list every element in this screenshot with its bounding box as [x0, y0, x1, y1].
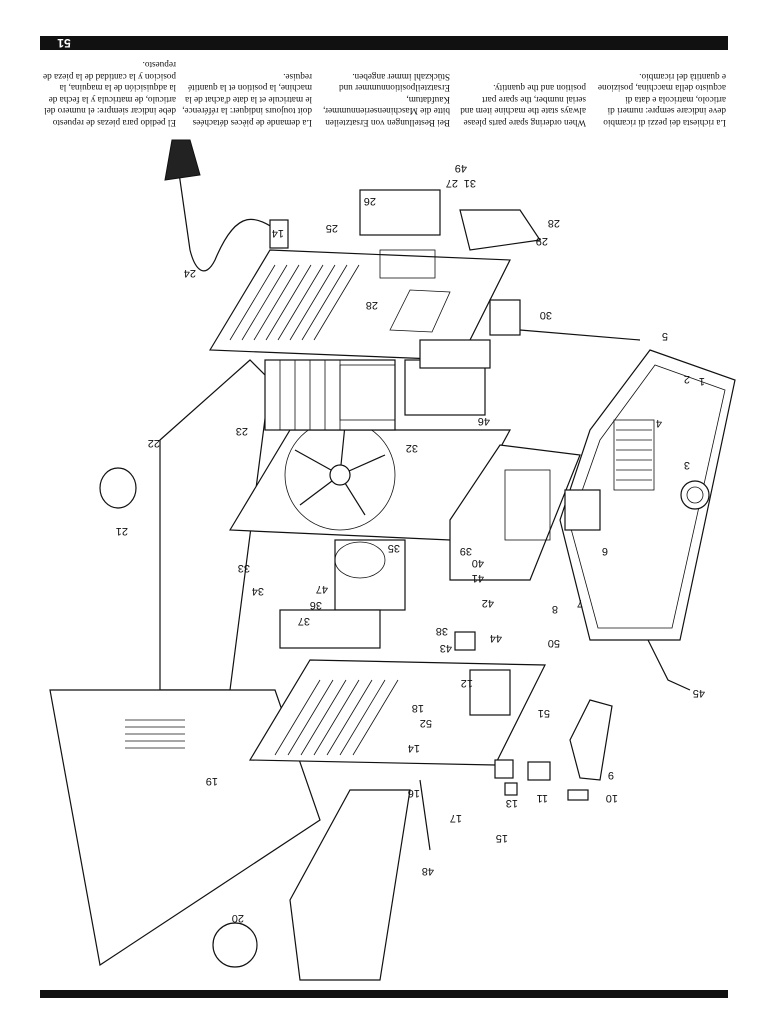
header-bar: [40, 36, 728, 50]
callout: 11: [537, 792, 548, 804]
caster-wheels: [99, 467, 258, 968]
transformer: [264, 359, 396, 431]
callout: 31: [464, 177, 476, 189]
small-parts: [419, 699, 613, 851]
callout: 40: [472, 557, 484, 569]
callout: 43: [440, 642, 452, 654]
callout: 28: [366, 299, 378, 311]
callout: 41: [472, 572, 484, 584]
footer-bar: [40, 990, 728, 998]
callout: 38: [436, 625, 448, 637]
callout: 18: [412, 702, 424, 714]
callout: 9: [608, 769, 614, 781]
callout: 28: [548, 217, 560, 229]
callout: 13: [506, 797, 518, 809]
callout: 24: [184, 267, 196, 279]
callout: 21: [116, 525, 128, 537]
callout: 29: [536, 235, 548, 247]
fan-assembly: [228, 419, 512, 541]
callout: 1: [699, 375, 705, 387]
callout: 33: [238, 562, 250, 574]
callout: 27: [446, 177, 458, 189]
base-plate: [159, 359, 271, 691]
callout: 49: [455, 162, 467, 174]
callout: 10: [606, 792, 618, 804]
callout: 47: [316, 583, 328, 595]
callout: 44: [490, 632, 502, 644]
callout: 32: [406, 442, 418, 454]
pcb-assembly: [449, 444, 601, 581]
callout: 26: [364, 195, 376, 207]
callout: 16: [408, 787, 420, 799]
callout: 8: [552, 603, 558, 615]
control-board: [404, 339, 491, 416]
callout: 6: [602, 545, 608, 557]
callout: 4: [656, 417, 662, 429]
callout: 46: [478, 415, 490, 427]
callout: 14: [408, 742, 420, 754]
rear-panel: [208, 189, 511, 361]
callout: 23: [236, 425, 248, 437]
callout: 39: [460, 545, 472, 557]
callout: 14: [272, 227, 284, 239]
callout: 50: [548, 637, 560, 649]
lower-front-panel: [248, 659, 546, 766]
callout: 30: [540, 309, 552, 321]
callout: 15: [496, 832, 508, 844]
callout: 48: [422, 865, 434, 877]
callout: 51: [538, 707, 550, 719]
callout: 42: [482, 597, 494, 609]
callout: 52: [420, 717, 432, 729]
brackets: [459, 209, 641, 341]
callout: 20: [232, 912, 244, 924]
callout: 2: [684, 373, 690, 385]
handle-cover: [289, 789, 411, 981]
callout: 7: [577, 597, 583, 609]
rectifier-assembly: [279, 539, 476, 651]
callout: 17: [450, 812, 462, 824]
callout: 34: [252, 585, 264, 597]
callout: 5: [662, 330, 668, 342]
callout: 35: [388, 542, 400, 554]
callout: 36: [310, 599, 322, 611]
callout: 19: [206, 775, 218, 787]
callout: 3: [684, 459, 690, 471]
callouts: 1 2 3 4 5 6 7 8 9 10 11 12 13 14 15 16 1…: [116, 162, 705, 924]
cable-clamp: [164, 139, 289, 272]
hex-key: [647, 639, 691, 691]
callout: 37: [298, 615, 310, 627]
callout: 45: [693, 687, 705, 699]
callout: 22: [148, 437, 160, 449]
callout: 12: [461, 677, 473, 689]
callout: 25: [326, 222, 338, 234]
